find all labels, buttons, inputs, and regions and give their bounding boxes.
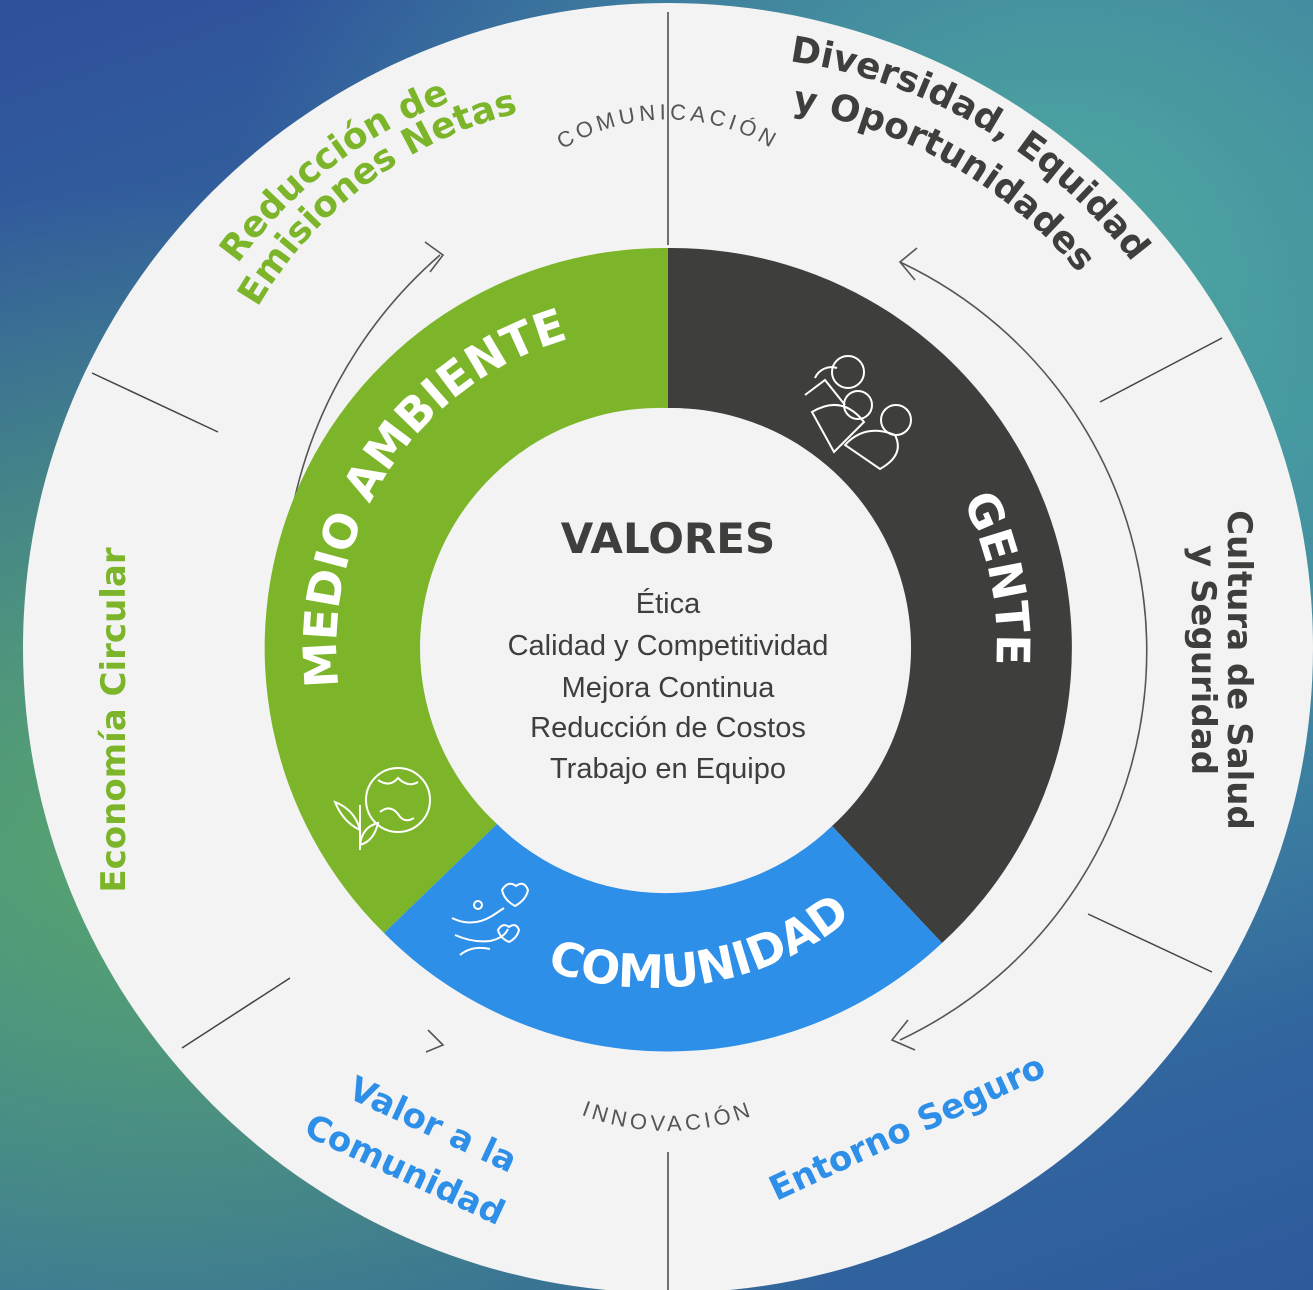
outer-dividers	[91, 12, 1223, 1290]
outer-label-circular: Economía Circular	[94, 547, 134, 892]
arrowhead-top-right	[898, 247, 918, 281]
divider-lower-left	[181, 977, 291, 1049]
arrowhead-bottom-left	[425, 1029, 445, 1053]
value-item: Reducción de Costos	[530, 712, 806, 744]
value-item: Ética	[636, 587, 701, 620]
segment-community	[384, 824, 942, 1052]
segment-environment	[264, 247, 668, 933]
earth-plant-icon	[333, 767, 431, 850]
center-circle	[428, 408, 908, 888]
outer-label-health-line2: y Seguridad	[1183, 545, 1223, 775]
center-title: VALORES	[561, 514, 775, 563]
people-group-icon	[804, 355, 912, 471]
ring-segments	[264, 247, 1072, 1052]
hand-heart-icon	[451, 882, 530, 956]
arrowhead-bottom-right	[890, 1019, 916, 1051]
divider-upper-left	[91, 372, 219, 433]
arrowhead-top-left	[424, 241, 445, 273]
divider-upper-right	[1099, 337, 1223, 403]
divider-lower-right	[1087, 913, 1213, 973]
value-item: Calidad y Competitividad	[508, 630, 829, 662]
outer-label-health-line1: Cultura de Salud	[1219, 510, 1259, 830]
value-item: Mejora Continua	[562, 672, 776, 704]
center-values-list: Ética Calidad y Competitividad Mejora Co…	[508, 587, 829, 785]
outer-label-health: Cultura de Salud y Seguridad	[1183, 510, 1259, 830]
value-item: Trabajo en Equipo	[550, 753, 786, 785]
arrow-right-arc	[899, 261, 1148, 1041]
segment-people	[668, 247, 1072, 944]
